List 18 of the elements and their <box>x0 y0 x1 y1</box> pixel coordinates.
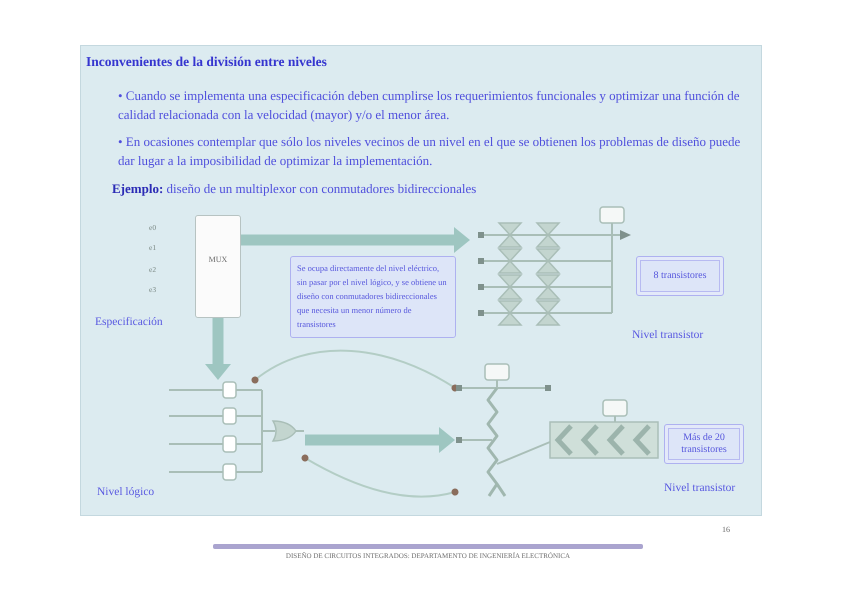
example-text: Ejemplo: diseño de un multiplexor con conmutadores bidireccionales <box>112 181 476 197</box>
multiplexer-block: MUX <box>195 215 241 318</box>
bullet-text: • En ocasiones contemplar que sólo los niveles vecinos de un nivel en el que se obtienen los problemas de diseño puede dar lugar a la imposibilidad de optimizar la implementación. <box>118 133 742 170</box>
level-caption: Nivel transistor <box>664 482 736 494</box>
slide-title: Inconvenientes de la división entre niveles <box>86 54 327 70</box>
page-number: 16 <box>722 525 730 534</box>
level-caption: Nivel transistor <box>632 329 704 341</box>
note-box: Se ocupa directamente del nivel eléctrico, sin pasar por el nivel lógico, y se obtiene un diseño con conmutadores bidireccionales que necesita un menor número de transistores <box>290 256 456 338</box>
transistor-count-box: 8 transistores <box>636 256 724 296</box>
connector-line <box>302 454 458 498</box>
block-arrow <box>305 427 455 453</box>
block-arrow <box>205 318 231 380</box>
bullet-text: • Cuando se implementa una especificación deben cumplirse los requerimientos funcionales y optimizar una función de calidad relacionada con la velocidad (mayor) y/o el menor área. <box>118 87 740 124</box>
connector-line <box>252 350 458 392</box>
block-arrow <box>241 227 470 253</box>
transistor-count-box: Más de 20 transistores <box>664 424 744 464</box>
level-caption: Nivel lógico <box>97 486 154 498</box>
level-caption: Especificación <box>95 316 163 328</box>
